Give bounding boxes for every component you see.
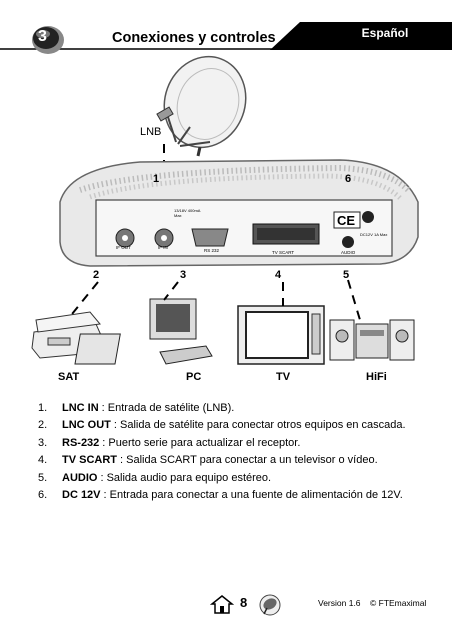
audio-label: AUDIO — [341, 250, 356, 255]
list-item: 6.DC 12V: Entrada para conectar a una fu… — [38, 488, 403, 501]
list-item: 5.AUDIO: Salida audio para equipo estére… — [38, 471, 272, 484]
tv-icon — [237, 305, 325, 365]
language-tab-shape — [0, 22, 452, 50]
section-number-badge — [32, 26, 64, 54]
device-hifi-label: HiFi — [366, 371, 387, 383]
satellite-dish-icon — [156, 55, 247, 157]
section-number: 3 — [38, 28, 47, 45]
copyright-text: © FTEmaximal — [370, 598, 427, 608]
list-item: 2.LNC OUT: Salida de satélite para conec… — [38, 419, 406, 432]
device-pc-label: PC — [186, 371, 202, 383]
home-icon — [210, 595, 234, 614]
lnb-label: LNB — [140, 126, 162, 138]
connection-list: 1.LNC IN: Entrada de satélite (LNB). 2.L… — [38, 400, 438, 504]
if-out-label: IF OUT — [116, 245, 131, 250]
page-title: Conexiones y controles — [112, 30, 276, 46]
list-item: 3.RS-232: Puerto serie para actualizar e… — [38, 436, 301, 449]
callout-3: 3 — [180, 269, 187, 281]
callout-4: 4 — [275, 269, 282, 281]
list-item: 1.LNC IN: Entrada de satélite (LNB). — [38, 402, 235, 414]
callout-6: 6 — [345, 173, 352, 185]
connection-diagram: CE — [31, 55, 419, 365]
callout-5: 5 — [343, 269, 350, 281]
dc-label: DC12V 1A Max — [360, 232, 388, 237]
pc-icon — [74, 298, 213, 365]
callout-2: 2 — [93, 269, 100, 281]
language-label: Español — [361, 26, 409, 40]
callout-1: 1 — [153, 173, 160, 185]
page-number: 8 — [240, 595, 248, 610]
lnb-spec-label: 13/18V 400mA Max — [174, 208, 201, 218]
satellite-logo-icon — [259, 594, 281, 616]
rs232-label: RS 232 — [204, 248, 220, 253]
device-sat-label: SAT — [58, 371, 80, 383]
receiver-icon: CE — [59, 159, 419, 267]
version-text: Version 1.6 — [318, 598, 361, 608]
device-tv-label: TV — [276, 371, 291, 383]
if-in-label: IF IN — [158, 245, 168, 250]
svg-text:CE: CE — [337, 213, 355, 228]
list-item: 4.TV SCART: Salida SCART para conectar a… — [38, 454, 378, 467]
tv-scart-label: TV SCART — [272, 250, 295, 255]
hifi-icon — [329, 319, 415, 361]
